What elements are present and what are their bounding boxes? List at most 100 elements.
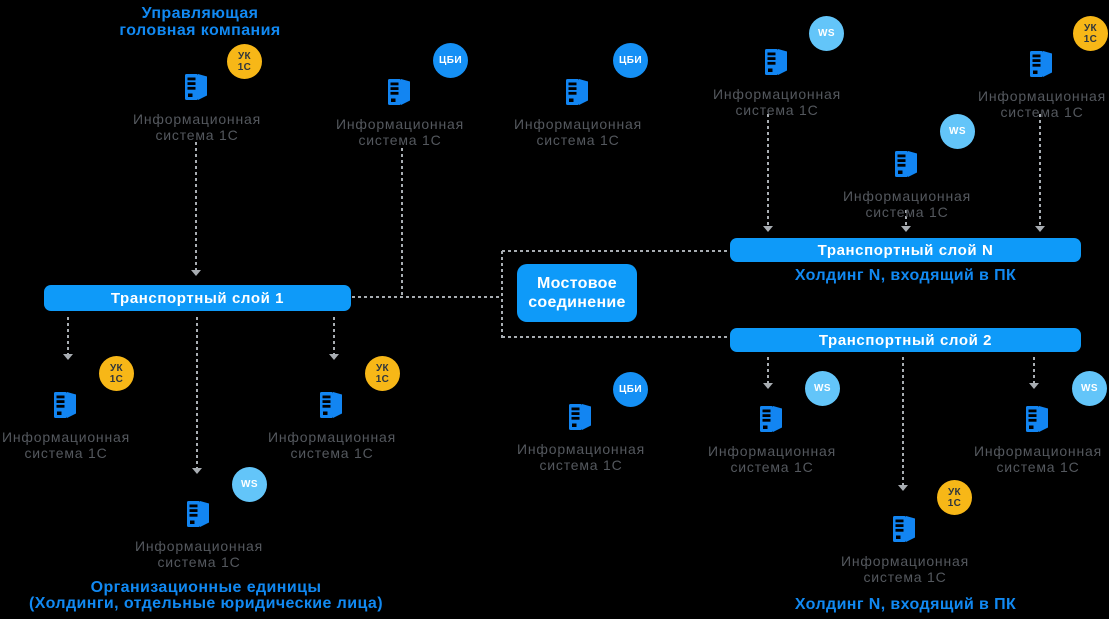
dotted-connector xyxy=(195,142,197,270)
node-label-line2: система 1С xyxy=(730,459,814,475)
ws-badge: WS xyxy=(809,16,844,51)
node-label-line2: система 1С xyxy=(155,127,239,143)
transport-layer-1-label: Транспортный слой 1 xyxy=(110,289,285,307)
transport-layer-2-label: Транспортный слой 2 xyxy=(818,331,993,349)
uk1c-badge-line2: 1С xyxy=(375,373,390,385)
node-label-line1: Информационная xyxy=(978,88,1106,104)
managing-company-line1: Управляющая xyxy=(141,5,259,22)
server-icon xyxy=(185,74,207,100)
server-icon xyxy=(1026,406,1048,432)
server-icon xyxy=(566,79,588,105)
server-icon xyxy=(765,49,787,75)
server-icon xyxy=(388,79,410,105)
dotted-connector xyxy=(502,336,730,338)
arrowhead-icon xyxy=(763,226,773,232)
org-units-heading: Организационные единицы (Холдинги, отдел… xyxy=(0,580,412,612)
arrowhead-icon xyxy=(763,383,773,389)
arrowhead-icon xyxy=(329,354,339,360)
node-label-line1: Информационная xyxy=(135,538,263,554)
dotted-connector xyxy=(1033,357,1035,383)
node-label-line2: система 1С xyxy=(996,459,1080,475)
org-units-line2: (Холдинги, отдельные юридические лица) xyxy=(29,595,383,612)
node-label-line1: Информационная xyxy=(268,429,396,445)
server-icon xyxy=(569,404,591,430)
arrowhead-icon xyxy=(898,485,908,491)
dotted-connector xyxy=(352,296,502,298)
server-icon xyxy=(893,516,915,542)
dotted-connector xyxy=(501,251,503,338)
node-label-line2: система 1С xyxy=(157,554,241,570)
node-label-line2: система 1С xyxy=(865,204,949,220)
node-label-line2: система 1С xyxy=(290,445,374,461)
node-label-line1: Информационная xyxy=(2,429,130,445)
cbi-badge: ЦБИ xyxy=(613,43,648,78)
bridge-line1: Мостовое xyxy=(537,275,617,292)
server-icon xyxy=(320,392,342,418)
dotted-connector xyxy=(67,317,69,354)
node-label-line1: Информационная xyxy=(713,86,841,102)
server-icon xyxy=(54,392,76,418)
node-label-line1: Информационная xyxy=(708,443,836,459)
uk1c-badge-line2: 1С xyxy=(237,61,252,73)
ws-badge: WS xyxy=(805,371,840,406)
uk1c-badge-line1: УК xyxy=(947,486,962,498)
arrowhead-icon xyxy=(901,226,911,232)
bridge-connection-box: Мостовое соединение xyxy=(517,264,637,322)
ws-badge: WS xyxy=(1072,371,1107,406)
dotted-connector xyxy=(1039,114,1041,226)
dotted-connector xyxy=(502,250,730,252)
node-label-line2: система 1С xyxy=(24,445,108,461)
uk1c-badge-line1: УК xyxy=(375,362,390,374)
arrowhead-icon xyxy=(1035,226,1045,232)
node-label-line1: Информационная xyxy=(133,111,261,127)
node-label-line1: Информационная xyxy=(517,441,645,457)
holding-n-top-heading: Холдинг N, входящий в ПК xyxy=(794,267,1017,284)
node-label-line1: Информационная xyxy=(974,443,1102,459)
uk1c-badge-line1: УК xyxy=(1083,22,1098,34)
arrowhead-icon xyxy=(1029,383,1039,389)
node-label-line1: Информационная xyxy=(843,188,971,204)
server-icon xyxy=(760,406,782,432)
dotted-connector xyxy=(196,317,198,468)
arrowhead-icon xyxy=(63,354,73,360)
dotted-connector xyxy=(333,317,335,354)
arrowhead-icon xyxy=(192,468,202,474)
dotted-connector xyxy=(905,210,907,226)
node-label-line1: Информационная xyxy=(514,116,642,132)
managing-company-line2: головная компания xyxy=(119,22,281,39)
org-units-line1: Организационные единицы xyxy=(90,579,322,596)
bridge-line2: соединение xyxy=(528,294,626,311)
cbi-badge: ЦБИ xyxy=(433,43,468,78)
managing-company-heading: Управляющая головная компания xyxy=(60,5,340,39)
node-label-line2: система 1С xyxy=(358,132,442,148)
dotted-connector xyxy=(401,148,403,298)
transport-layer-2-bar: Транспортный слой 2 xyxy=(730,328,1081,352)
uk1c-badge-line2: 1С xyxy=(947,497,962,509)
dotted-connector xyxy=(767,357,769,383)
uk1c-badge-line1: УК xyxy=(237,50,252,62)
node-label-line1: Информационная xyxy=(336,116,464,132)
transport-layer-n-bar: Транспортный слой N xyxy=(730,238,1081,262)
dotted-connector xyxy=(767,114,769,226)
cbi-badge: ЦБИ xyxy=(613,372,648,407)
server-icon xyxy=(1030,51,1052,77)
dotted-connector xyxy=(902,357,904,485)
node-label-line2: система 1С xyxy=(1000,104,1084,120)
